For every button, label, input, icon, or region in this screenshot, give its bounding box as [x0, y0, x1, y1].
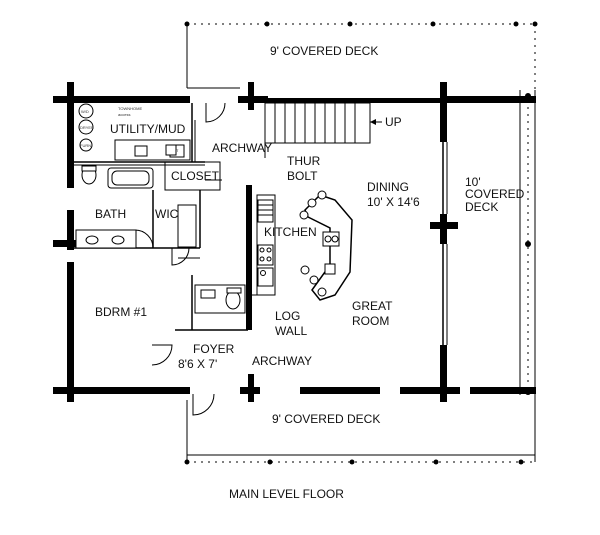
- dryer-label: DRYER: [80, 125, 94, 130]
- thur-bolt-label-line-2: BOLT: [287, 169, 318, 183]
- utility-note-line-1: TOWNHOME: [118, 106, 142, 111]
- room-labels: 9' COVERED DECK UTILITY/MUD ARCHWAY UP T…: [95, 44, 525, 501]
- bedroom-label: BDRM #1: [95, 305, 147, 319]
- dining-dimensions: 10' X 14'6: [367, 195, 420, 209]
- top-deck-label: 9' COVERED DECK: [270, 44, 378, 58]
- plan-caption: MAIN LEVEL FLOOR: [229, 487, 344, 501]
- wic-label: WIC: [155, 207, 179, 221]
- right-deck-label-line-2: COVERED: [465, 187, 525, 201]
- bottom-deck-label: 9' COVERED DECK: [272, 412, 380, 426]
- utility-note-line-2: access: [118, 112, 130, 117]
- exterior-walls: [53, 82, 536, 402]
- archway-bottom-label: ARCHWAY: [252, 354, 312, 368]
- right-deck: [519, 90, 536, 395]
- stairs: [264, 102, 382, 158]
- closet-label: CLOSET: [171, 169, 220, 183]
- archway-top-label: ARCHWAY: [212, 141, 272, 155]
- utility-label: UTILITY/MUD: [110, 122, 186, 136]
- bath-label: BATH: [95, 207, 126, 221]
- great-room-label-line-1: GREAT: [352, 299, 393, 313]
- kitchen-fixtures: [257, 190, 353, 301]
- log-wall-label-line-1: LOG: [275, 309, 300, 323]
- up-label: UP: [385, 115, 402, 129]
- great-room-label-line-2: ROOM: [352, 314, 389, 328]
- bottom-deck: [184, 395, 536, 465]
- right-deck-label-line-1: 10': [465, 175, 481, 189]
- bath-fixtures: [75, 144, 242, 310]
- furnace-label: FURN.: [80, 143, 92, 148]
- dining-label: DINING: [367, 180, 409, 194]
- top-deck: [184, 21, 538, 90]
- log-wall-label-line-2: WALL: [275, 324, 308, 338]
- foyer-label: FOYER: [193, 342, 235, 356]
- kitchen-label: KITCHEN: [264, 225, 317, 239]
- washer-label: W/D: [81, 109, 89, 114]
- thur-bolt-label-line-1: THUR: [287, 154, 321, 168]
- foyer-dimensions: 8'6 X 7': [178, 357, 217, 371]
- right-deck-label-line-3: DECK: [465, 200, 498, 214]
